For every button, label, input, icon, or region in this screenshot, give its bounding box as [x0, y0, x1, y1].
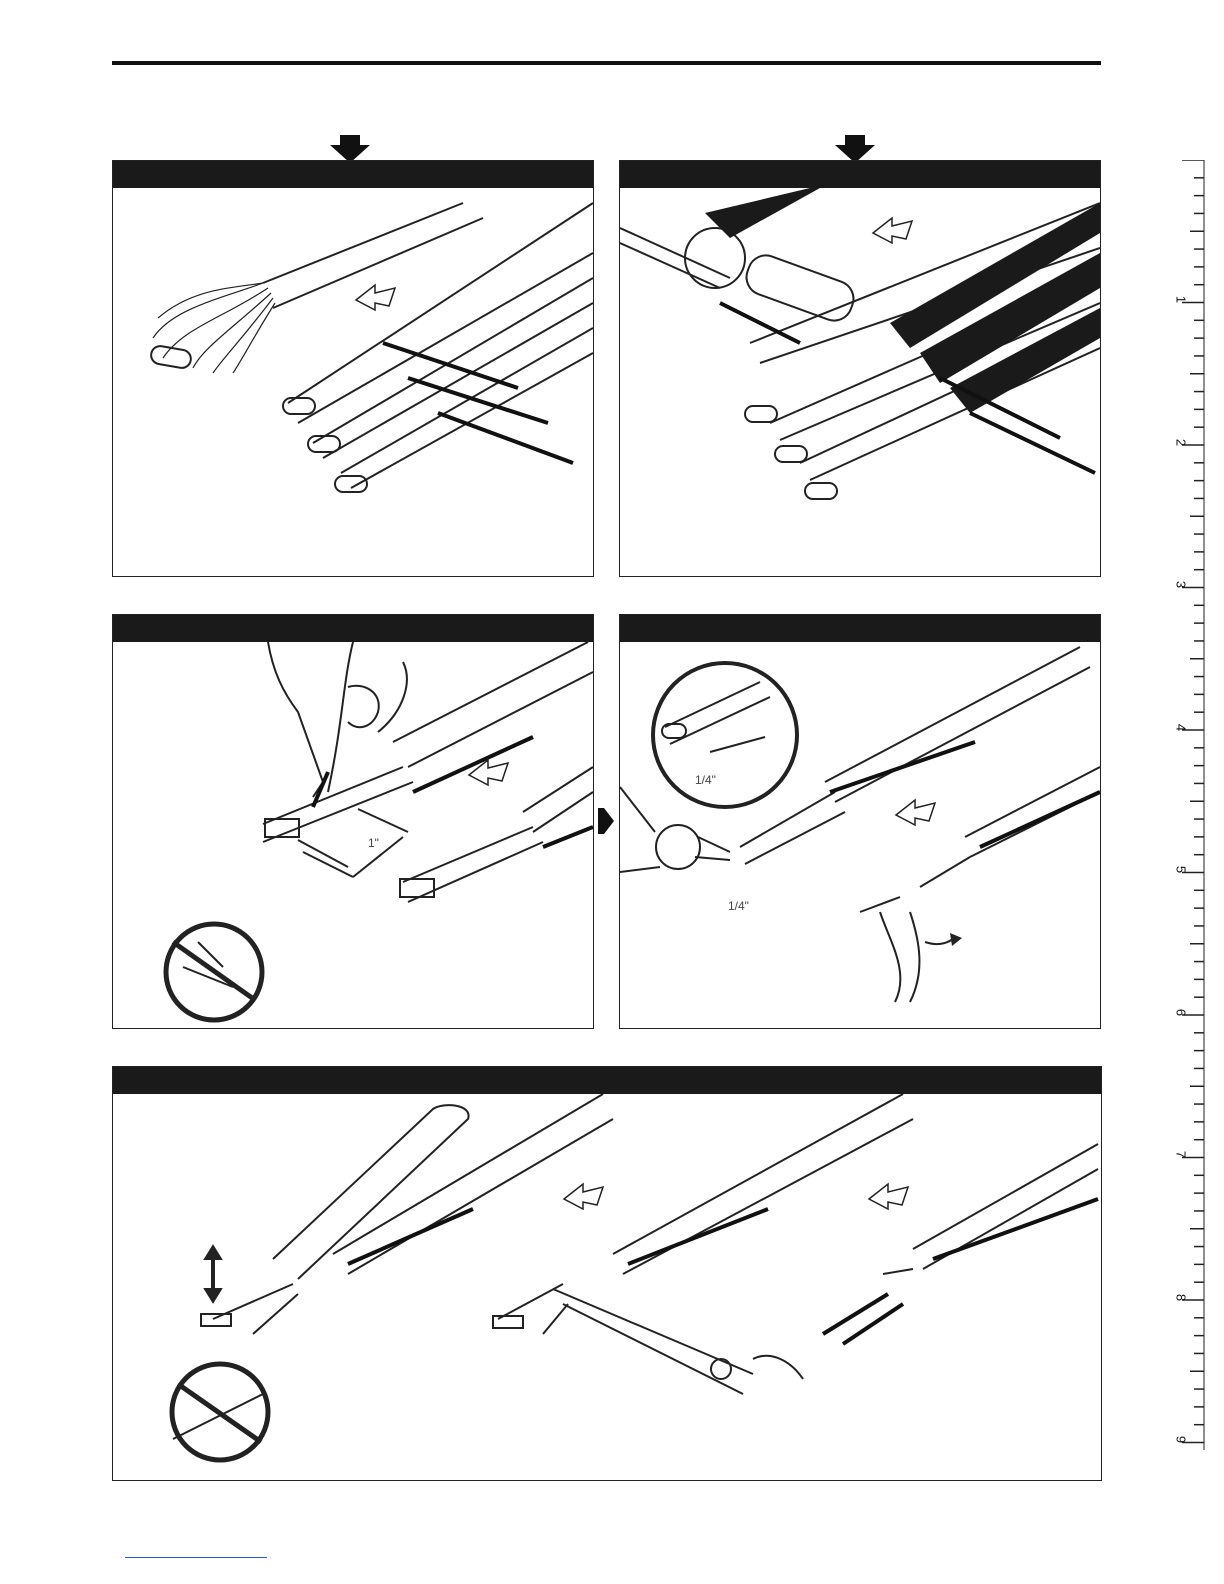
panel-final-strip [112, 1066, 1102, 1481]
panel-cut-one-inch: 1" [112, 614, 594, 1029]
step-right-arrow-icon [598, 808, 614, 834]
ruler-number-2: 2 [1174, 436, 1189, 450]
inch-ruler: 1 2 3 4 5 6 7 8 9 [1170, 160, 1210, 1450]
panel-header [113, 161, 593, 188]
ruler-number-1: 1 [1174, 293, 1189, 307]
ruler-number-8: 8 [1174, 1291, 1189, 1305]
ruler-ticks [1170, 160, 1210, 1450]
panel-header [620, 161, 1100, 188]
knife-cut-illustration: 1" [113, 642, 594, 1029]
ruler-number-4: 4 [1174, 721, 1189, 735]
quarter-inch-inset-label: 1/4" [695, 773, 716, 787]
direction-arrow-icon [564, 1184, 603, 1209]
footer-link-underline[interactable] [125, 1557, 267, 1558]
ruler-number-5: 5 [1174, 863, 1189, 877]
final-strip-illustration [113, 1094, 1102, 1481]
step-down-arrow-left-icon [330, 135, 370, 163]
panel-cut-quarter-inch: 1/4" 1/4" [619, 614, 1101, 1029]
quarter-inch-label: 1/4" [728, 899, 749, 913]
cable-strip-illustration [113, 188, 594, 577]
ruler-number-7: 7 [1174, 1148, 1189, 1162]
direction-arrow-icon [869, 1184, 908, 1209]
direction-arrow-icon [896, 800, 935, 825]
direction-arrow-icon [356, 285, 395, 310]
panel-screwdriver-tear [619, 160, 1101, 577]
panel-header [620, 615, 1100, 642]
ruler-number-6: 6 [1174, 1006, 1189, 1020]
direction-arrow-icon [873, 218, 912, 243]
one-inch-label: 1" [368, 836, 379, 850]
panel-strip-jacket [112, 160, 594, 577]
top-rule [112, 61, 1101, 65]
step-down-arrow-right-icon [835, 135, 875, 163]
ruler-number-9: 9 [1174, 1433, 1189, 1447]
quarter-inch-cut-illustration: 1/4" 1/4" [620, 642, 1101, 1029]
screwdriver-illustration [620, 188, 1101, 577]
panel-header [113, 615, 593, 642]
panel-header [113, 1067, 1101, 1094]
ruler-number-3: 3 [1174, 578, 1189, 592]
